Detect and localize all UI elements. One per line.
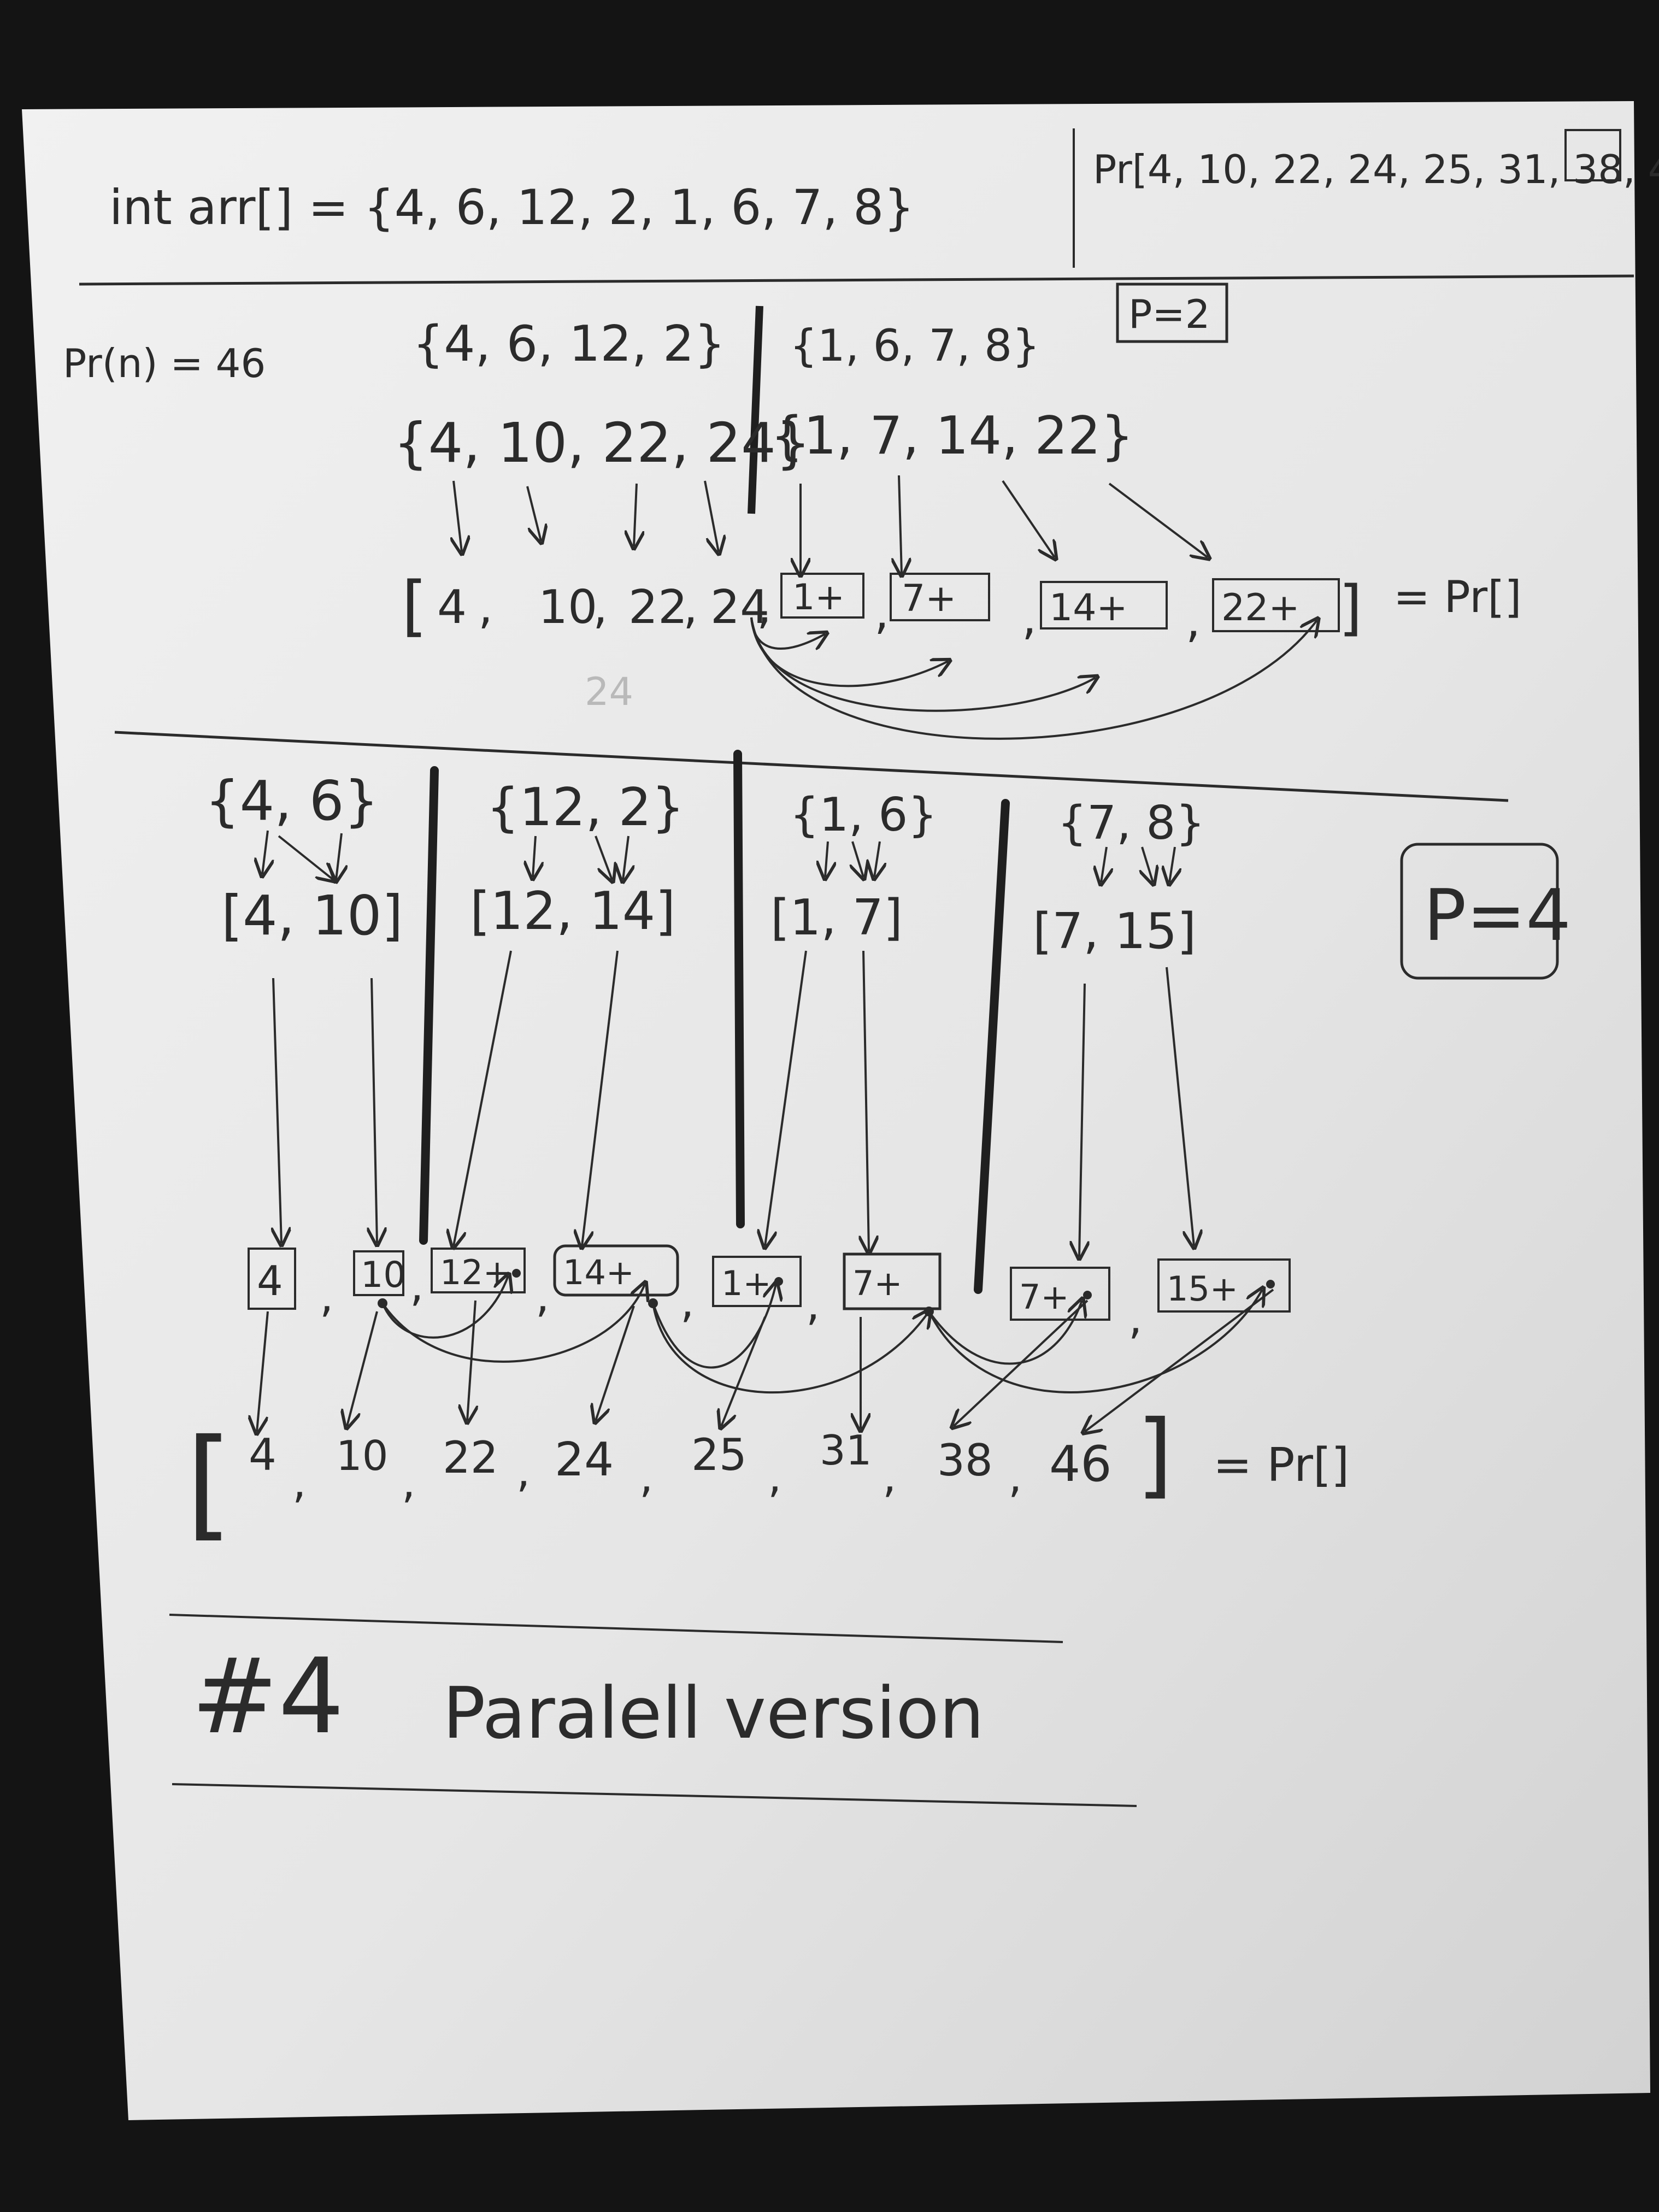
final-7: 38	[937, 1435, 993, 1486]
svg-text:,: ,	[883, 1451, 896, 1502]
chunk-4: {7, 8}	[1057, 796, 1205, 850]
row-box-7: 7+	[1019, 1277, 1069, 1317]
svg-text:,: ,	[680, 1276, 694, 1327]
chunk-2: {12, 2}	[486, 778, 685, 838]
final-3: 22	[443, 1432, 498, 1483]
svg-text:,: ,	[1186, 594, 1201, 648]
final-1: 4	[249, 1429, 276, 1480]
final-6: 31	[820, 1426, 872, 1474]
svg-text:,: ,	[320, 1271, 333, 1322]
final-4: 24	[555, 1433, 614, 1487]
row-box-1: 4	[257, 1257, 283, 1305]
prefix-left: {4, 10, 22, 24}	[393, 411, 810, 475]
svg-text:,: ,	[683, 580, 698, 634]
prefix-total: Pr(n) = 46	[63, 340, 266, 386]
svg-text:]: ]	[1339, 573, 1362, 643]
chunk-prefix-1: [4, 10]	[221, 884, 403, 948]
row-box-3: 12+	[440, 1252, 511, 1292]
prefix-result: Pr[4, 10, 22, 24, 25, 31, 38, 46]	[1093, 146, 1659, 192]
svg-text:,: ,	[516, 1446, 530, 1497]
row-box-2: 10	[361, 1255, 406, 1296]
chunk-1: {4, 6}	[205, 769, 379, 833]
row-box-6: 7+	[852, 1263, 902, 1303]
chunk-right: {1, 6, 7, 8}	[790, 320, 1040, 371]
svg-text:]: ]	[1137, 1401, 1173, 1509]
svg-text:,: ,	[757, 580, 772, 634]
svg-text:,: ,	[1022, 591, 1037, 645]
final-5: 25	[691, 1429, 747, 1480]
combined-10: 10	[538, 580, 597, 634]
svg-text:,: ,	[402, 1457, 415, 1508]
footer: #4 Paralell version	[169, 1614, 1137, 1807]
combined-22: 22	[628, 580, 687, 634]
combined-24: 24	[710, 580, 769, 634]
chunk-prefix-2: [12, 14]	[470, 881, 675, 942]
combined-box-2: 7+	[902, 577, 956, 620]
svg-text:,: ,	[806, 1279, 820, 1330]
combined-box-3: 14+	[1049, 586, 1128, 630]
title-text: Paralell version	[443, 1672, 984, 1755]
svg-text:,: ,	[536, 1271, 549, 1322]
faint-note: 24	[585, 669, 633, 714]
svg-text:,: ,	[1128, 1293, 1142, 1344]
row-box-5: 1+	[721, 1263, 771, 1303]
svg-text:[: [	[402, 568, 427, 644]
section-p2: P=2 Pr(n) = 46 {4, 6, 12, 2} {1, 6, 7, 8…	[63, 283, 1522, 802]
svg-text:,: ,	[1008, 1451, 1022, 1502]
final-8: 46	[1049, 1436, 1112, 1493]
header: int arr[] = {4, 6, 12, 2, 1, 6, 7, 8} Pr…	[79, 128, 1659, 286]
svg-text:[: [	[186, 1413, 233, 1553]
chunk-left: {4, 6, 12, 2}	[413, 315, 725, 373]
row-box-8: 15+	[1167, 1269, 1238, 1309]
row-box-4: 14+	[563, 1252, 634, 1292]
svg-text:,: ,	[768, 1451, 781, 1502]
p4-label: P=4	[1423, 874, 1571, 957]
p2-label: P=2	[1128, 291, 1210, 337]
chunk-prefix-3: [1, 7]	[770, 889, 903, 946]
svg-text:,: ,	[292, 1457, 306, 1508]
final-suffix: = Pr[]	[1213, 1438, 1349, 1492]
chunk-prefix-4: [7, 15]	[1033, 903, 1196, 960]
svg-text:,: ,	[639, 1451, 653, 1502]
section-p4: P=4 {4, 6} {12, 2} {1, 6} {7, 8} [4, 10]…	[186, 750, 1571, 1553]
combined-box-1: 1+	[792, 577, 845, 618]
chunk-3: {1, 6}	[790, 788, 937, 842]
combined-box-4: 22+	[1221, 586, 1300, 630]
svg-text:,: ,	[593, 580, 608, 634]
svg-text:,: ,	[478, 580, 493, 634]
combined-suffix: = Pr[]	[1393, 572, 1522, 622]
svg-text:,: ,	[410, 1260, 423, 1311]
prefix-right: {1, 7, 14, 22}	[770, 406, 1134, 466]
final-2: 10	[336, 1432, 388, 1480]
combined-4: 4	[437, 580, 467, 634]
svg-text:,: ,	[874, 586, 889, 640]
title-number: #4	[191, 1636, 344, 1757]
array-declaration: int arr[] = {4, 6, 12, 2, 1, 6, 7, 8}	[109, 179, 914, 236]
